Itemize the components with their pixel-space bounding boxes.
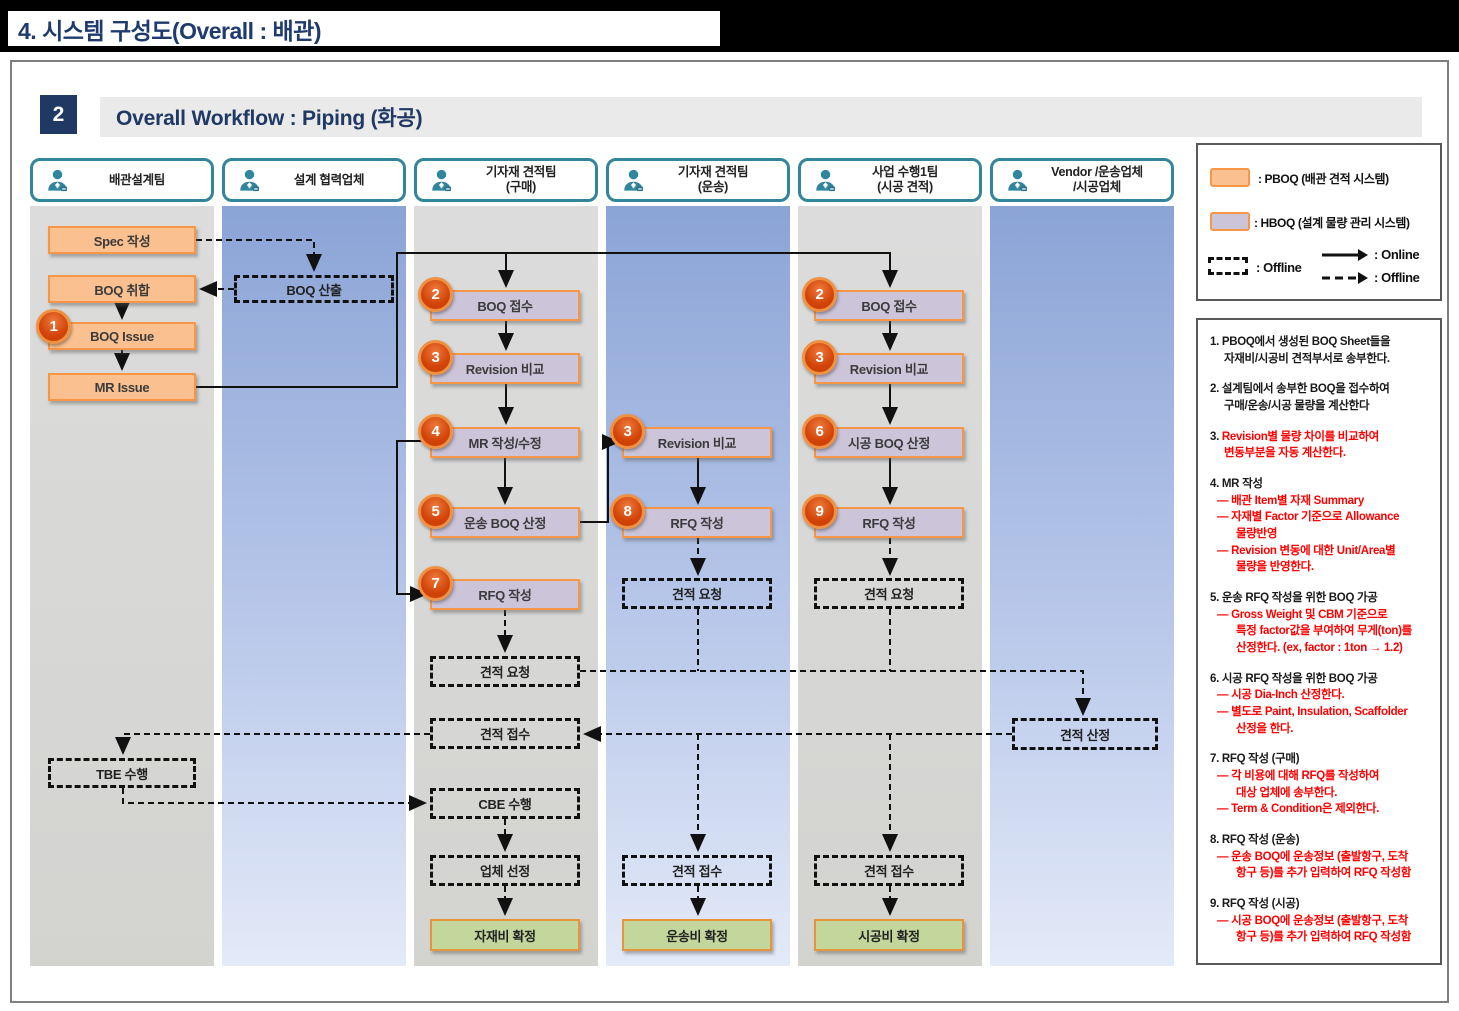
step-badge: 9 <box>802 494 837 529</box>
person-icon <box>48 169 67 191</box>
note-item: 4. MR 작성— 배관 Item별 자재 Summary— 자재별 Facto… <box>1210 478 1400 574</box>
step-badge: 2 <box>418 277 453 312</box>
box-quote-request-transport: 견적 요청 <box>622 578 772 609</box>
note-item: 5. 운송 RFQ 작성을 위한 BOQ 가공— Gross Weight 및 … <box>1210 592 1412 655</box>
box-boq-collect: BOQ 취합 <box>48 275 196 303</box>
step-badge: 3 <box>610 414 645 449</box>
step-badge: 5 <box>418 494 453 529</box>
box-quote-receive-purchase: 견적 접수 <box>430 718 580 749</box>
lane-header-label: 설계 협력업체 <box>293 172 365 187</box>
online-arrow-icon <box>1322 249 1368 261</box>
lane-header-label: 배관설계팀 <box>108 172 165 187</box>
title-strip: 4. 시스템 구성도(Overall : 배관) <box>8 11 720 46</box>
step-badge: 3 <box>802 340 837 375</box>
box-mr-issue: MR Issue <box>48 373 196 401</box>
offline-arrow-icon <box>1322 272 1368 284</box>
box-quote-calc: 견적 산정 <box>1012 718 1158 750</box>
lane-header-vendor: Vendor /운송업체/시공업체 <box>990 158 1174 202</box>
note-item: 6. 시공 RFQ 작성을 위한 BOQ 가공— 시공 Dia-Inch 산정한… <box>1210 672 1408 735</box>
legend-offline-arrow-label: : Offline <box>1374 270 1420 285</box>
box-construct-cost-confirm: 시공비 확정 <box>814 919 964 951</box>
step-badge: 8 <box>610 494 645 529</box>
lane-header-estimation-purchase: 기자재 견적팀(구매) <box>414 158 598 202</box>
box-quote-receive-construct: 견적 접수 <box>814 855 964 886</box>
legend: : PBOQ (배관 견적 시스템) : HBOQ (설계 물량 관리 시스템)… <box>1196 143 1442 301</box>
lane-header-project-team1: 사업 수행1팀(시공 견적) <box>798 158 982 202</box>
box-transport-cost-confirm: 운송비 확정 <box>622 919 772 951</box>
person-icon <box>624 169 643 191</box>
lane-design-partner <box>222 206 406 966</box>
hboq-swatch <box>1210 212 1250 231</box>
box-material-cost-confirm: 자재비 확정 <box>430 919 580 951</box>
lane-header-design-partner: 설계 협력업체 <box>222 158 406 202</box>
box-tbe: TBE 수행 <box>48 758 196 788</box>
box-quote-request-construct: 견적 요청 <box>814 578 964 609</box>
section-header-bar: Overall Workflow : Piping (화공) <box>100 97 1422 137</box>
step-badge: 6 <box>802 414 837 449</box>
legend-hboq-label: : HBOQ (설계 물량 관리 시스템) <box>1254 216 1410 230</box>
person-icon <box>432 169 451 191</box>
person-icon <box>1008 169 1027 191</box>
box-quote-receive-transport: 견적 접수 <box>622 855 772 886</box>
lane-header-label: 사업 수행1팀(시공 견적) <box>872 165 938 194</box>
lane-header-piping-design-team: 배관설계팀 <box>30 158 214 202</box>
lane-header-label: Vendor /운송업체/시공업체 <box>1051 165 1143 194</box>
legend-online-label: : Online <box>1374 247 1420 262</box>
step-badge: 2 <box>802 277 837 312</box>
legend-pboq-label: : PBOQ (배관 견적 시스템) <box>1258 172 1389 186</box>
lane-header-estimation-transport: 기자재 견적팀(운송) <box>606 158 790 202</box>
section-title: Overall Workflow : Piping (화공) <box>116 107 423 130</box>
box-boq-calc: BOQ 산출 <box>234 275 394 303</box>
step-badge: 3 <box>418 340 453 375</box>
box-quote-request-purchase: 견적 요청 <box>430 656 580 687</box>
lane-vendor <box>990 206 1174 966</box>
offline-box-glyph <box>1208 257 1248 275</box>
lane-header-label: 기자재 견적팀(운송) <box>677 165 749 194</box>
step-badge: 7 <box>418 566 453 601</box>
person-icon <box>816 169 835 191</box>
pboq-swatch <box>1210 168 1250 187</box>
person-icon <box>240 169 259 191</box>
box-vendor-select: 업체 선정 <box>430 855 580 886</box>
page-title: 4. 시스템 구성도(Overall : 배관) <box>18 17 322 44</box>
box-cbe: CBE 수행 <box>430 788 580 819</box>
section-number-badge: 2 <box>40 95 77 134</box>
lane-header-label: 기자재 견적팀(구매) <box>485 165 557 194</box>
step-badge: 1 <box>36 309 71 344</box>
box-spec-write: Spec 작성 <box>48 226 196 254</box>
step-badge: 4 <box>418 414 453 449</box>
legend-offline-box-label: : Offline <box>1256 260 1302 275</box>
